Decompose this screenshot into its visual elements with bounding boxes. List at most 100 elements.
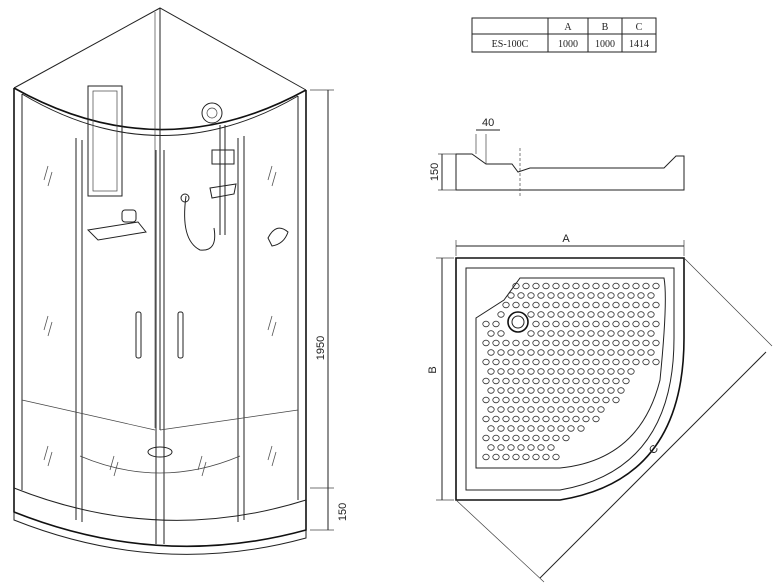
anti-slip-dot <box>582 415 590 423</box>
anti-slip-dot <box>512 434 520 442</box>
tray-front <box>13 488 307 548</box>
anti-slip-dot <box>512 415 520 423</box>
anti-slip-dot <box>542 415 550 423</box>
spec-header-c: C <box>636 22 643 33</box>
anti-slip-dot <box>492 453 500 461</box>
anti-slip-dot <box>652 339 660 347</box>
anti-slip-dot <box>542 396 550 404</box>
anti-slip-dot <box>587 387 595 394</box>
anti-slip-dot <box>547 349 555 356</box>
anti-slip-dot <box>527 292 535 299</box>
tray-outline <box>455 257 685 501</box>
anti-slip-dot <box>637 349 645 356</box>
anti-slip-dot <box>577 330 585 337</box>
anti-slip-dot <box>632 339 640 347</box>
anti-slip-dot <box>497 425 505 432</box>
anti-slip-dot <box>542 301 550 309</box>
anti-slip-dot <box>582 377 590 385</box>
anti-slip-dot <box>512 358 520 366</box>
anti-slip-dot <box>567 368 575 375</box>
right-door-handle <box>177 311 184 359</box>
anti-slip-dot <box>612 358 620 366</box>
anti-slip-dot <box>562 282 570 290</box>
anti-slip-dot <box>532 415 540 423</box>
anti-slip-dot <box>557 425 565 432</box>
anti-slip-dot <box>512 453 520 461</box>
anti-slip-dot <box>567 330 575 337</box>
anti-slip-dot <box>552 339 560 347</box>
anti-slip-dot <box>547 368 555 375</box>
anti-slip-dot <box>552 415 560 423</box>
anti-slip-dot <box>492 320 500 328</box>
left-door-handle <box>135 311 142 359</box>
anti-slip-dot <box>497 387 505 394</box>
anti-slip-dot <box>532 453 540 461</box>
spec-value-c: 1414 <box>629 39 649 50</box>
tray-top-edge <box>13 487 307 521</box>
anti-slip-dot <box>567 349 575 356</box>
tray-drain-icon <box>507 311 529 333</box>
anti-slip-dot <box>637 311 645 318</box>
anti-slip-dot <box>602 301 610 309</box>
anti-slip-dot <box>517 425 525 432</box>
anti-slip-dot <box>597 330 605 337</box>
anti-slip-dot <box>517 292 525 299</box>
anti-slip-dot <box>627 292 635 299</box>
anti-slip-dot <box>602 282 610 290</box>
anti-slip-dot <box>597 292 605 299</box>
anti-slip-dot <box>617 292 625 299</box>
anti-slip-dot <box>582 396 590 404</box>
anti-slip-dot <box>522 434 530 442</box>
anti-slip-dot <box>542 453 550 461</box>
anti-slip-dot <box>492 377 500 385</box>
anti-slip-dot <box>587 406 595 413</box>
anti-slip-dot <box>517 387 525 394</box>
anti-slip-dot <box>497 349 505 356</box>
shower-mixer <box>211 149 235 165</box>
anti-slip-dot <box>482 453 490 461</box>
shower-head-icon <box>201 102 223 124</box>
anti-slip-dot <box>552 301 560 309</box>
anti-slip-dot <box>527 311 535 318</box>
anti-slip-dot <box>567 425 575 432</box>
anti-slip-dot <box>642 282 650 290</box>
anti-slip-dot <box>632 320 640 328</box>
anti-slip-dot <box>592 320 600 328</box>
mirror-panel <box>87 85 123 197</box>
profile-height-label: 150 <box>429 163 441 181</box>
anti-slip-dot <box>527 330 535 337</box>
anti-slip-dot <box>567 311 575 318</box>
anti-slip-dot <box>482 415 490 423</box>
anti-slip-dot <box>632 358 640 366</box>
anti-slip-dot <box>537 425 545 432</box>
anti-slip-dot <box>567 387 575 394</box>
anti-slip-dot <box>527 349 535 356</box>
anti-slip-dot <box>522 453 530 461</box>
anti-slip-dot <box>497 330 505 337</box>
anti-slip-dot <box>622 339 630 347</box>
anti-slip-dot <box>552 320 560 328</box>
anti-slip-dot <box>612 301 620 309</box>
anti-slip-dot <box>642 339 650 347</box>
anti-slip-dot <box>532 320 540 328</box>
anti-slip-dot <box>547 425 555 432</box>
anti-slip-dot <box>612 320 620 328</box>
anti-slip-dot <box>537 292 545 299</box>
anti-slip-dot <box>527 406 535 413</box>
anti-slip-dot <box>607 311 615 318</box>
anti-slip-dot <box>567 406 575 413</box>
anti-slip-dot <box>487 444 495 451</box>
anti-slip-dot <box>492 396 500 404</box>
tray-skirt <box>13 512 307 555</box>
anti-slip-dot <box>622 301 630 309</box>
anti-slip-dot <box>537 387 545 394</box>
anti-slip-dot <box>512 301 520 309</box>
anti-slip-dot <box>512 339 520 347</box>
anti-slip-dot <box>612 377 620 385</box>
anti-slip-dot <box>552 377 560 385</box>
anti-slip-dot <box>602 339 610 347</box>
anti-slip-dot <box>482 339 490 347</box>
anti-slip-dot <box>492 339 500 347</box>
anti-slip-dot <box>512 282 520 290</box>
